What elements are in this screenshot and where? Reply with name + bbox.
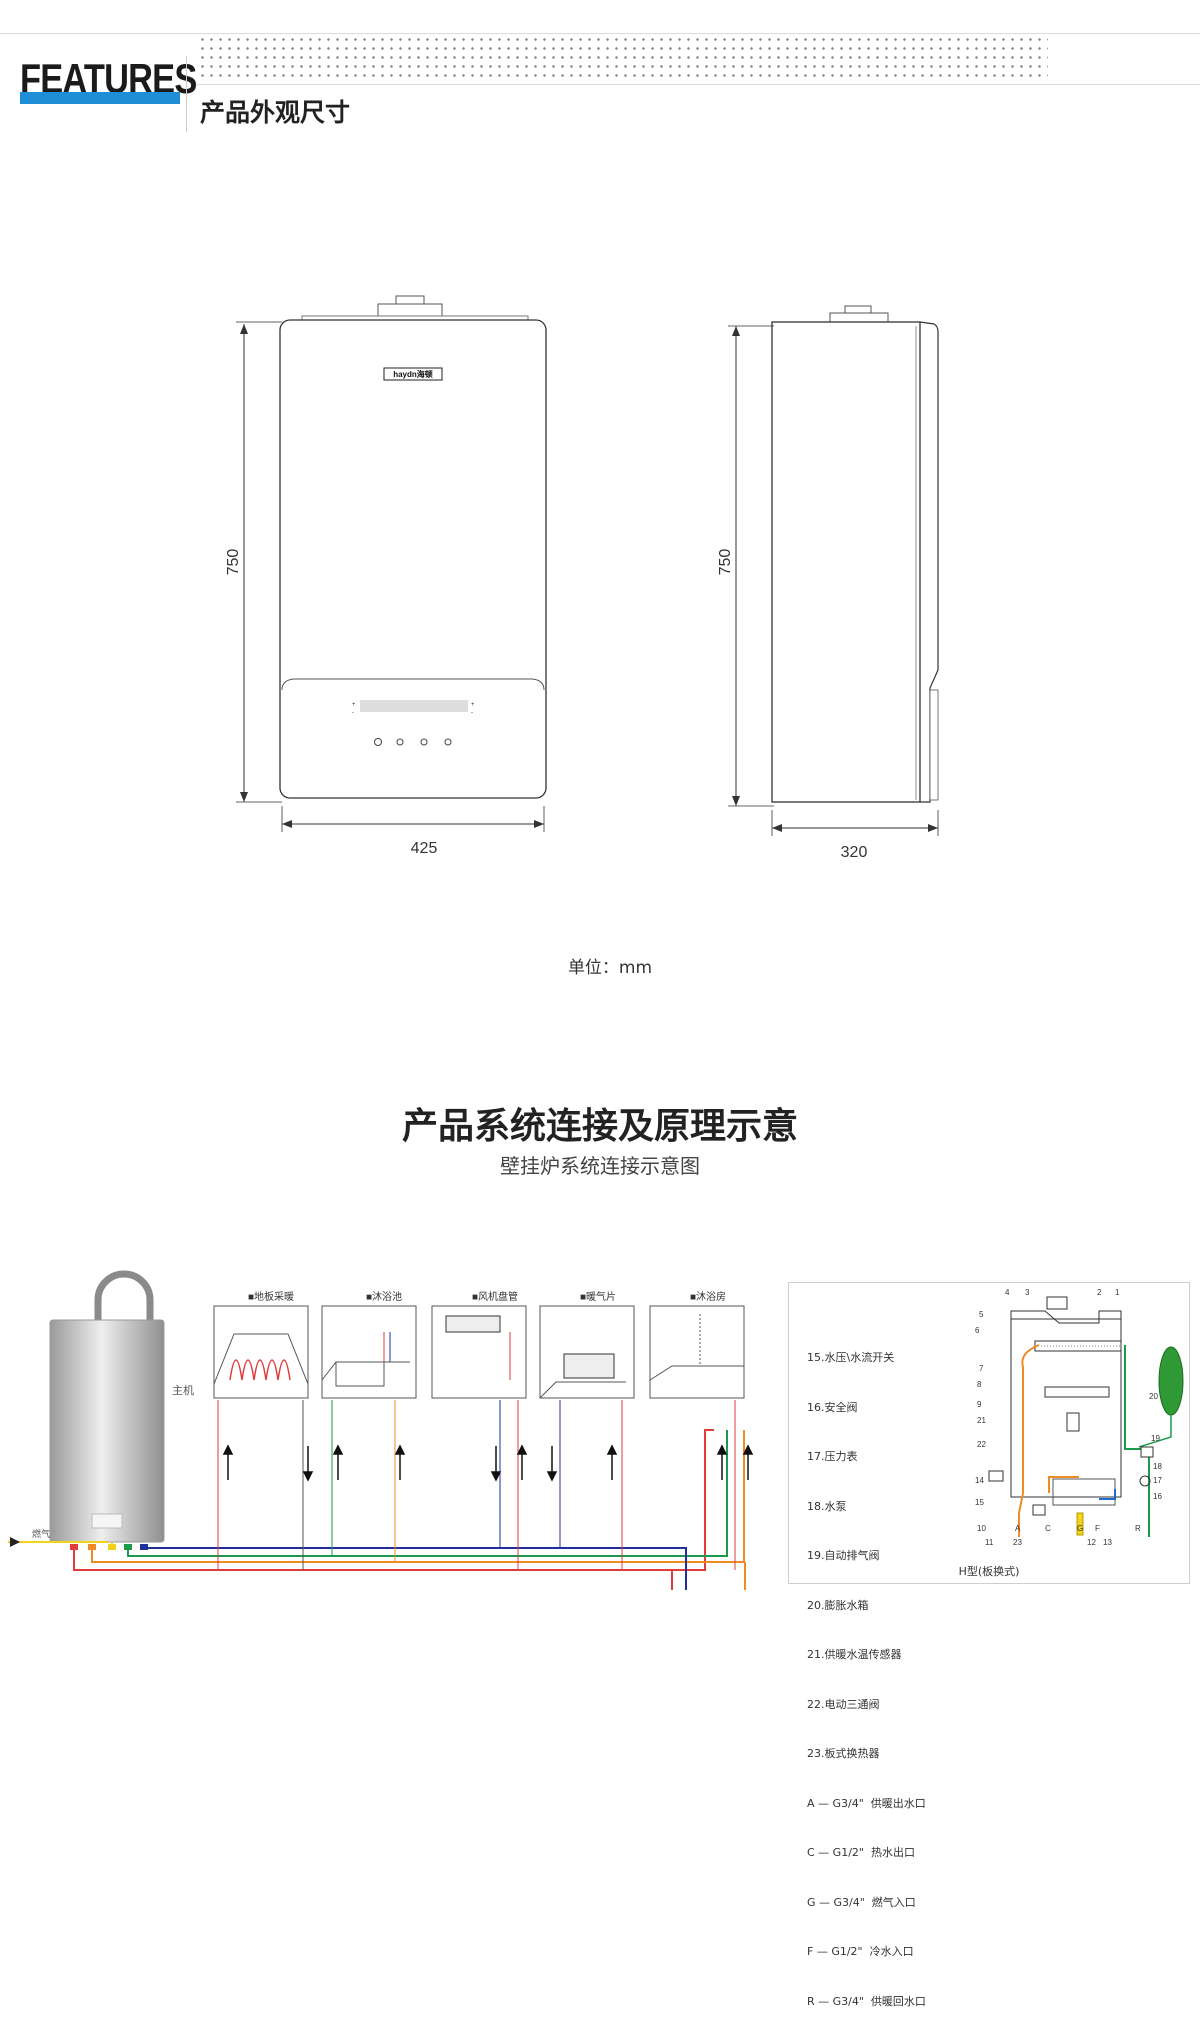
svg-text:-: - [352, 710, 354, 716]
flow-arrows [222, 1444, 754, 1482]
schematic-number: 5 [979, 1310, 984, 1319]
port-letter: G [1077, 1524, 1083, 1533]
schematic-number: 23 [1013, 1538, 1022, 1547]
legend-item: C — G1/2" 热水出口 [807, 1846, 915, 1859]
system-connection-diagram: 主机 燃气 ■地板采暖 [8, 1270, 754, 1590]
schematic-number: 10 [977, 1524, 986, 1533]
schematic-number: 8 [977, 1380, 982, 1389]
reset-button-icon [420, 738, 428, 746]
schematic-legend: 15.水压\水流开关 16.安全阀 17.压力表 18.水泵 19.自动排气阀 … [807, 1317, 926, 2043]
side-height-label: 750 [717, 549, 734, 576]
port-letter: C [1045, 1524, 1051, 1533]
schematic-number: 13 [1103, 1538, 1112, 1547]
svg-text:-: - [471, 710, 473, 716]
side-view [728, 305, 939, 836]
port-letter: A [1015, 1524, 1021, 1533]
panel-label-shower: ■沐浴房 [690, 1290, 726, 1303]
schematic-number: 7 [979, 1364, 984, 1373]
schematic-number: 2 [1097, 1288, 1102, 1297]
schematic-number: 1 [1115, 1288, 1120, 1297]
schematic-number: 17 [1153, 1476, 1162, 1485]
control-display [360, 700, 468, 712]
panel-label-bathtub: ■沐浴池 [366, 1290, 402, 1303]
legend-item: 20.膨胀水箱 [807, 1598, 869, 1612]
legend-item: G — G3/4" 燃气入口 [807, 1895, 916, 1909]
front-width-label: 425 [411, 840, 438, 857]
schematic-number: 14 [975, 1476, 984, 1485]
panel-shower: ■沐浴房 [649, 1290, 745, 1399]
legend-item: 22.电动三通阀 [807, 1697, 880, 1711]
gas-label: 燃气 [32, 1528, 50, 1539]
pipe-network [73, 1400, 746, 1590]
schematic-number: 12 [1087, 1538, 1096, 1547]
schematic-number: 15 [975, 1498, 984, 1507]
unit-label: 单位：mm [567, 958, 653, 978]
header-mid-rule [190, 84, 1200, 85]
port-letter: R [1135, 1524, 1141, 1533]
schematic-number: 11 [985, 1538, 994, 1547]
schematic-number: 19 [1151, 1434, 1160, 1443]
legend-item: F — G1/2" 冷水入口 [807, 1945, 914, 1958]
header-dot-pattern [198, 35, 1048, 77]
port-letter: F [1095, 1524, 1100, 1533]
legend-item: R — G3/4" 供暖回水口 [807, 1994, 926, 2008]
panel-floor-heating: ■地板采暖 [213, 1290, 309, 1399]
side-depth-label: 320 [841, 844, 868, 861]
legend-item: 21.供暖水温传感器 [807, 1648, 902, 1661]
front-height-label: 750 [225, 549, 242, 576]
panel-bathtub: ■沐浴池 [321, 1290, 417, 1399]
panel-radiator: ■暖气片 [539, 1290, 635, 1399]
system-subtitle: 壁挂炉系统连接示意图 [500, 1154, 700, 1178]
mode-button-icon [396, 738, 404, 746]
features-accent-bar [20, 92, 180, 104]
legend-item: 18.水泵 [807, 1499, 847, 1513]
schematic-number: 20 [1149, 1392, 1158, 1401]
home-button-icon [444, 738, 452, 746]
legend-item: A — G3/4" 供暖出水口 [807, 1796, 926, 1810]
schematic-number: 9 [977, 1400, 982, 1409]
legend-item: 15.水压\水流开关 [807, 1351, 895, 1364]
svg-text:+: + [471, 702, 475, 708]
boiler-unit [49, 1270, 165, 1550]
system-title: 产品系统连接及原理示意 [401, 1106, 798, 1147]
schematic-number: 21 [977, 1416, 986, 1425]
main-unit-label: 主机 [172, 1383, 194, 1397]
header-separator [186, 56, 187, 132]
gas-inlet: 燃气 [8, 1528, 108, 1547]
svg-text:+: + [352, 702, 356, 708]
schematic-drawing: 4 3 2 1 5 6 7 8 9 21 22 14 15 10 20 19 1… [975, 1288, 1184, 1547]
section-title: 产品外观尺寸 [200, 98, 351, 127]
legend-item: 23.板式换热器 [807, 1747, 880, 1760]
schematic-number: 4 [1005, 1288, 1010, 1297]
legend-item: 19.自动排气阀 [807, 1549, 880, 1562]
panel-fan-coil: ■风机盘管 [431, 1290, 527, 1399]
legend-item: 17.压力表 [807, 1450, 858, 1463]
schematic-number: 18 [1153, 1462, 1162, 1471]
header-top-rule [0, 33, 1200, 34]
front-view: haydn海顿 + - + - [236, 295, 547, 832]
schematic-number: 16 [1153, 1492, 1162, 1501]
schematic-box: 15.水压\水流开关 16.安全阀 17.压力表 18.水泵 19.自动排气阀 … [788, 1282, 1190, 2008]
schematic-number: 3 [1025, 1288, 1030, 1297]
panel-label-fan-coil: ■风机盘管 [472, 1290, 518, 1303]
brand-logo [383, 367, 443, 381]
dimension-drawings: haydn海顿 + - + - [225, 295, 939, 861]
panel-label-floor-heating: ■地板采暖 [248, 1290, 294, 1303]
power-button-icon [374, 738, 382, 746]
schematic-number: 22 [977, 1440, 986, 1449]
schematic-number: 6 [975, 1326, 980, 1335]
legend-item: 16.安全阀 [807, 1400, 858, 1414]
panel-label-radiator: ■暖气片 [580, 1290, 616, 1303]
schematic-caption: H型(板换式) [958, 1565, 1020, 1578]
brand-logo-text: haydn海顿 [393, 369, 433, 379]
